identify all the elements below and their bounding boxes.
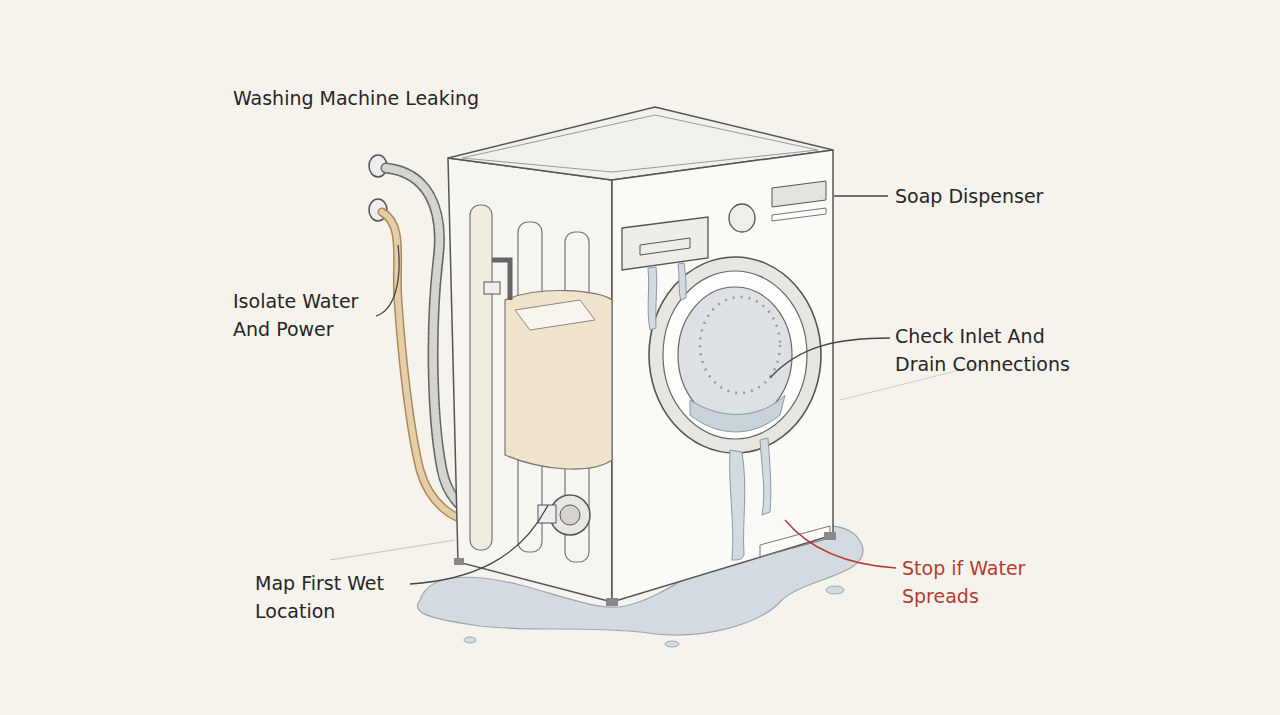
water-drip [730, 450, 745, 560]
callout-label: Check Inlet And Drain Connections [895, 322, 1095, 378]
internal-tube [470, 205, 492, 550]
diagram-title: Washing Machine Leaking [233, 84, 533, 112]
water-drip [760, 438, 771, 515]
soap-dispenser-drawer [622, 217, 708, 270]
leader-line [376, 245, 399, 316]
water-drop [464, 637, 476, 643]
leader-line [770, 338, 890, 378]
drum-body [505, 291, 612, 470]
display-panel [772, 181, 826, 207]
leader-line [834, 195, 888, 196]
water-drop [665, 641, 679, 647]
water-drop [826, 586, 844, 594]
pump-cap [560, 505, 580, 525]
pipe-clamp [484, 282, 500, 294]
callout-label: Isolate Water And Power [233, 287, 393, 343]
leader-line [410, 505, 548, 584]
water-drip [648, 267, 657, 330]
button-row [772, 208, 826, 221]
callout-label: Map First Wet Location [255, 569, 415, 625]
drum-holes [700, 297, 780, 393]
drawer-handle [640, 238, 690, 255]
warning-label: Stop if Water Spreads [902, 554, 1062, 610]
door-frame [649, 257, 821, 453]
side-panel [448, 158, 612, 602]
floor-line [330, 540, 455, 560]
machine-foot [824, 532, 836, 540]
control-knob [729, 204, 755, 232]
machine-foot [606, 598, 618, 606]
machine-foot [454, 558, 464, 565]
water-drip [678, 263, 686, 300]
callout-label: Soap Dispenser [895, 182, 1115, 210]
drum-fin [515, 300, 595, 330]
warning-leader-line [785, 520, 896, 568]
drum-water [690, 395, 785, 432]
